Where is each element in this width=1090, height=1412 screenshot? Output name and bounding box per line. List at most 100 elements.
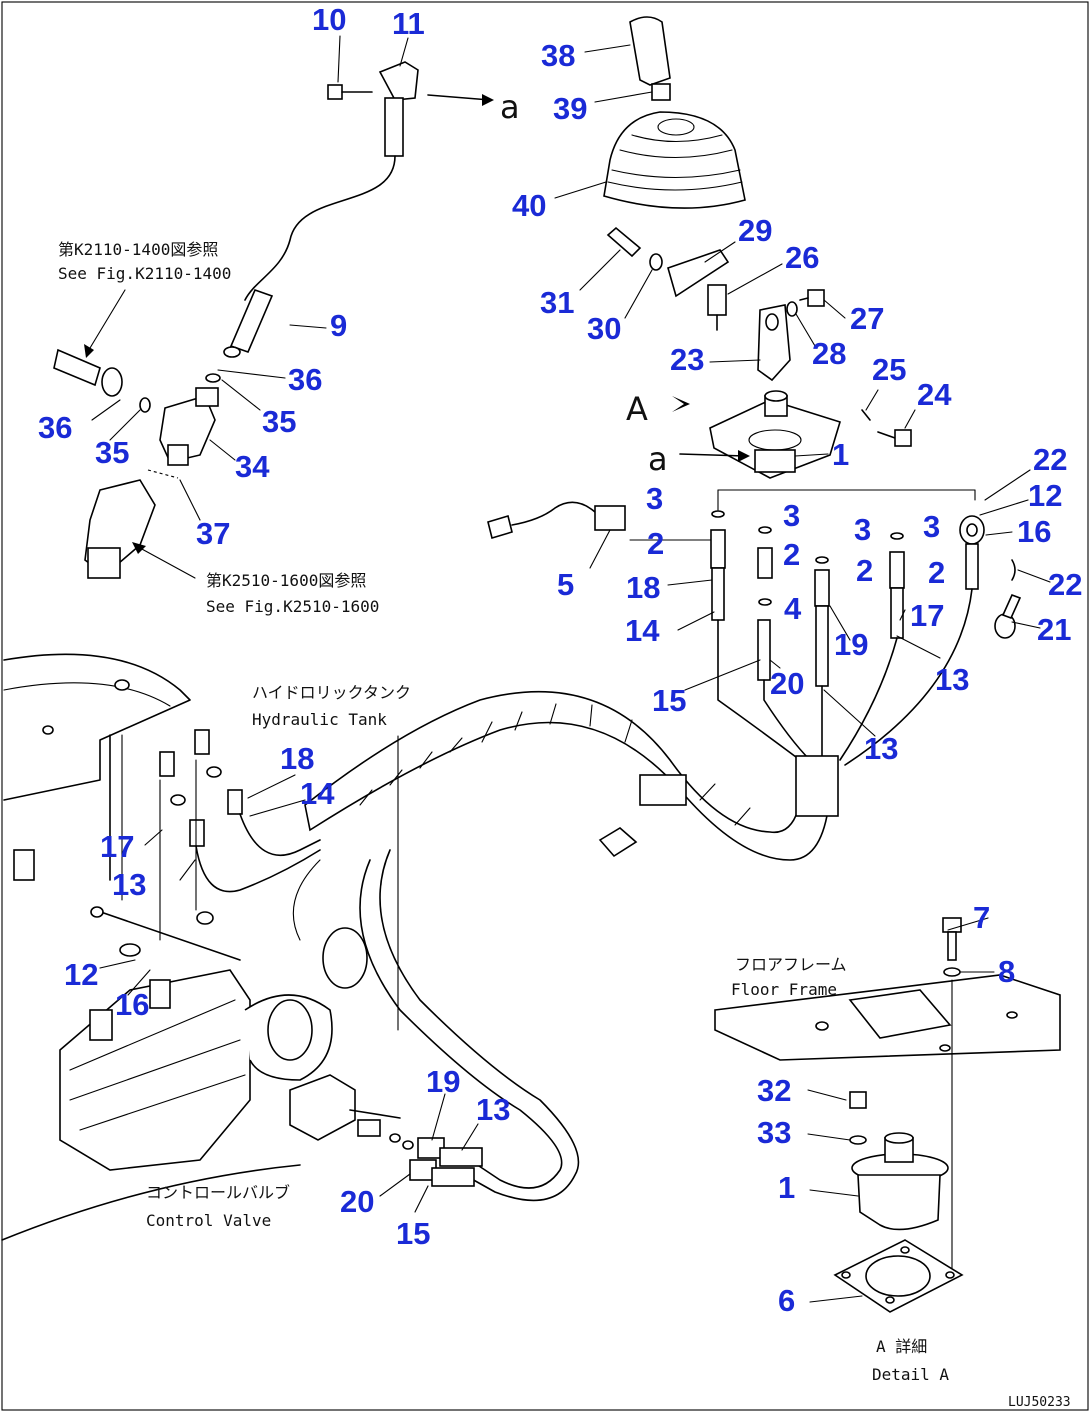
note-ref-k2110-jp: 第K2110-1400図参照 [58,240,218,259]
flange-plate [322,927,368,989]
bolt-24 [877,429,912,447]
ref-letter-A: A [626,390,648,428]
callout-40: 40 [512,188,546,223]
fittings-19-20 [357,1119,483,1187]
protective-sleeve [304,690,839,861]
callout-1-top: 1 [832,437,849,472]
callout-35-lower: 35 [95,435,129,470]
bolt-small [90,906,104,918]
washer-8 [943,967,961,977]
bolt-21 [994,593,1022,639]
callout-2-d: 2 [928,555,945,590]
o-ring-3a [711,510,725,518]
callout-8: 8 [998,954,1015,989]
note-valve-jp: コントロールバルブ [146,1183,290,1202]
arrowhead [132,542,146,554]
nut-39 [651,83,671,101]
bolt-10 [327,84,373,100]
note-detail-jp: A 詳細 [876,1337,927,1356]
callout-39: 39 [553,91,587,126]
washer-22b [1011,559,1016,581]
callout-5: 5 [557,567,574,602]
note-tank-en: Hydraulic Tank [252,710,387,729]
plate-6 [833,1239,964,1313]
bolt-27 [799,289,825,307]
callout-25: 25 [872,352,906,387]
washer-30 [649,253,663,271]
callout-35-upper: 35 [262,404,296,439]
hydraulic-tank [3,653,191,901]
callout-13-tank: 13 [112,867,146,902]
callout-18-top: 18 [626,570,660,605]
arrow-to-a [427,94,491,101]
callout-10: 10 [312,2,346,37]
callout-13-valve: 13 [476,1092,510,1127]
callout-20-valve: 20 [340,1184,374,1219]
callout-13-right: 13 [935,662,969,697]
callout-34: 34 [235,449,270,484]
hose-13-top [815,605,829,687]
callout-15-valve: 15 [396,1216,430,1251]
note-tank-jp: ハイドロリックタンク [252,683,411,702]
callout-26: 26 [785,240,819,275]
callout-33: 33 [757,1115,791,1150]
bracket-23 [757,304,791,382]
note-ref-k2110-en: See Fig.K2110-1400 [58,264,231,283]
o-ring-4 [758,598,772,606]
fitting-2b [757,547,773,579]
note-floor-en: Floor Frame [731,980,837,999]
arrow-to-a-mid [679,453,746,457]
callout-16-right: 16 [1017,514,1051,549]
ref-letter-a-top: a [500,88,520,126]
callout-31: 31 [540,285,574,320]
o-ring-33 [849,1135,867,1145]
callout-4: 4 [784,591,802,626]
sensor-harness-5 [487,501,626,540]
callout-11: 11 [392,6,425,41]
fitting-2c [814,569,830,607]
callout-9: 9 [330,308,347,343]
fitting-2a [710,529,726,569]
callout-2-b: 2 [783,537,800,572]
pilot-valve-1 [709,390,841,479]
hose-14 [717,619,801,761]
plate-29 [667,249,730,298]
callout-15-top: 15 [652,683,686,718]
washer-25 [861,409,871,421]
o-ring-3c [815,556,829,564]
callout-28: 28 [812,336,846,371]
callout-16-valve: 16 [115,987,149,1022]
hose-12 [844,588,973,766]
cable-line [244,155,396,301]
leader-ref-k2110 [89,289,126,349]
floor-edge [1,1164,301,1241]
ref-valve-k2510 [84,479,156,579]
leader-ref-k2510 [139,547,196,579]
callout-leaders [91,35,1051,1303]
callout-7: 7 [973,900,990,935]
callout-22-upper: 22 [1033,442,1067,477]
valve-bracket [289,1074,401,1141]
o-ring-35 [139,397,151,413]
o-ring-3d [890,532,904,540]
callout-14-tank: 14 [300,776,335,811]
callout-23: 23 [670,342,704,377]
pilot-valve-1-detail [851,1132,949,1231]
note-floor-jp: フロアフレーム [735,955,847,974]
hose-loop-inner [379,849,580,1202]
callout-29: 29 [738,213,772,248]
switch-26 [707,284,727,331]
hose-17-lower [195,845,321,893]
o-ring-35-upper [205,373,221,383]
hose-branch [292,859,321,941]
o-ring-37 [147,469,179,479]
callout-3-a: 3 [646,481,663,516]
arrowhead [738,450,750,462]
note-valve-en: Control Valve [146,1211,271,1230]
view-arrow-A [672,396,690,412]
arrowhead [84,344,94,358]
hose-17 [839,637,898,761]
hose-17-top [890,587,904,639]
